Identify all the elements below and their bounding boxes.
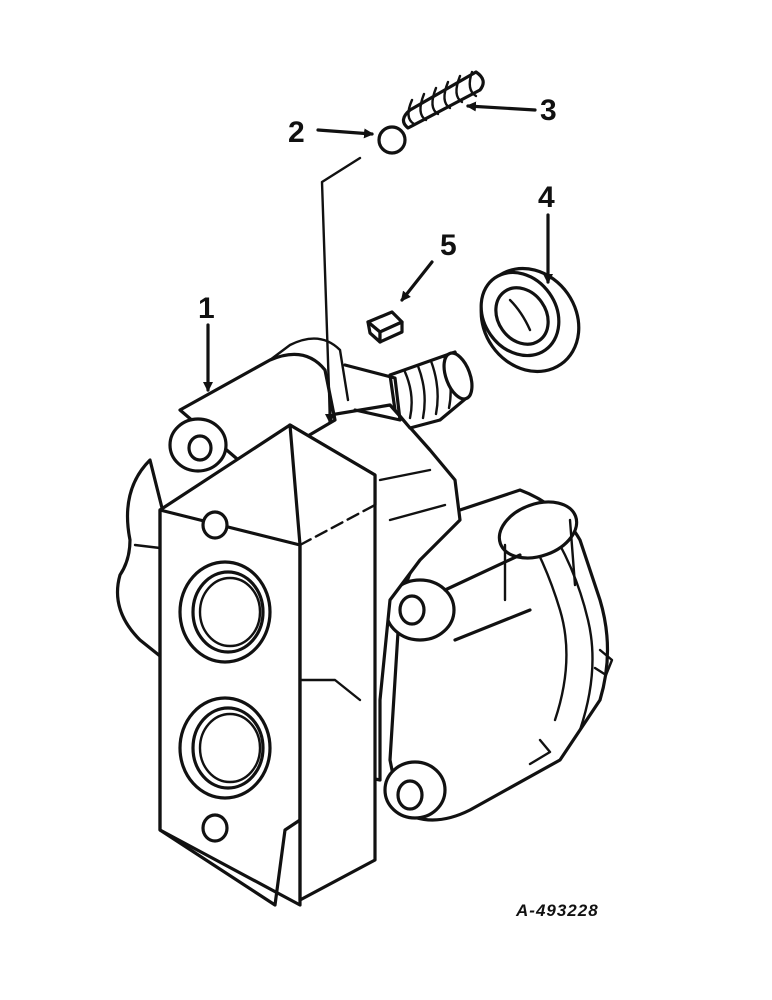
pump-housing-part-1 — [115, 337, 614, 907]
key-part-5 — [366, 310, 404, 344]
callout-labels: 1 2 3 4 5 — [198, 94, 557, 325]
drawing-number: A-493228 — [515, 901, 599, 920]
oil-seal-part-4 — [479, 266, 581, 374]
callout-3: 3 — [540, 94, 557, 127]
callout-2: 2 — [288, 116, 305, 149]
check-ball-part-2 — [377, 125, 407, 155]
leader-lines — [203, 101, 553, 424]
callout-5: 5 — [440, 229, 457, 262]
callout-4: 4 — [538, 181, 555, 214]
spring-part-3 — [401, 70, 485, 130]
callout-1: 1 — [198, 292, 215, 325]
